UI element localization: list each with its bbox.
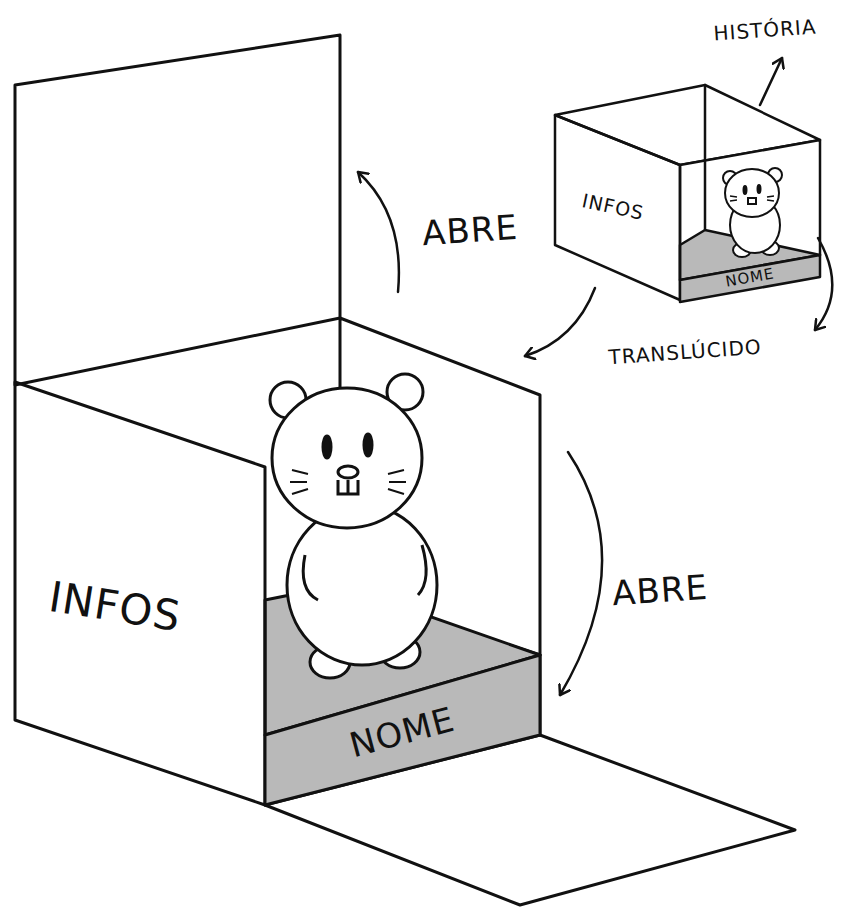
history-arrow <box>760 58 782 105</box>
open-arrow-flap <box>560 452 602 695</box>
small-box <box>555 85 820 280</box>
hamster <box>270 374 437 678</box>
face-text: INFOS <box>580 191 645 223</box>
lid <box>15 35 340 385</box>
translucent-arrow <box>815 238 832 330</box>
open-arrow-lid <box>358 172 399 292</box>
open-label: ABRE <box>611 570 709 611</box>
name-band: NOME <box>265 655 540 805</box>
history-label: HISTÓRIA <box>713 16 817 43</box>
arrows <box>358 58 832 695</box>
side-face: INFOS <box>15 382 265 805</box>
zoom-arrow <box>525 288 595 356</box>
face-text: INFOS <box>46 576 184 638</box>
open-label: ABRE <box>421 210 519 251</box>
side-face: INFOS <box>555 115 680 300</box>
name-band: NOME <box>680 255 820 300</box>
small-hamster <box>723 168 782 257</box>
translucent-label: TRANSLÚCIDO <box>608 337 762 368</box>
